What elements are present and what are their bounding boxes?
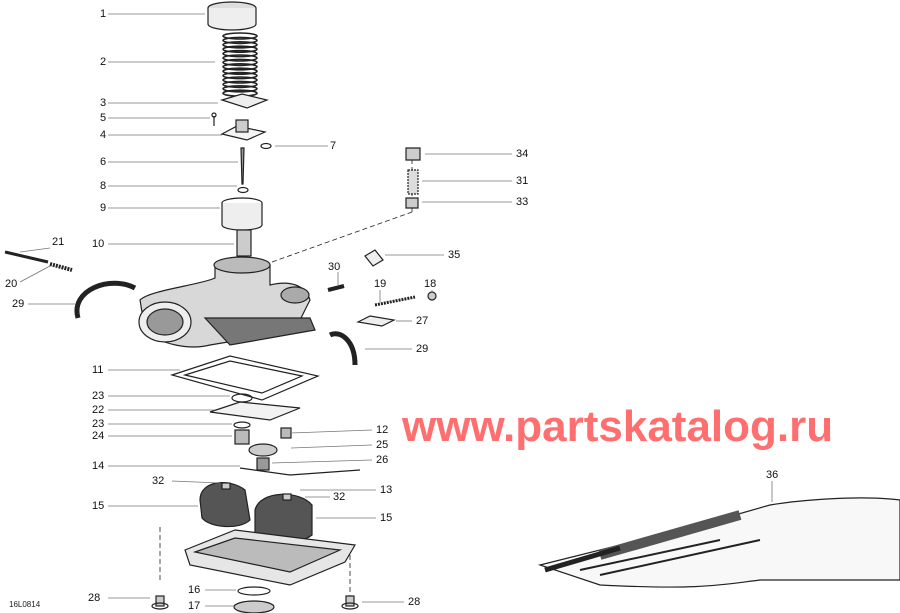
spring-coil — [222, 67, 258, 75]
callout-36: 36 — [766, 469, 778, 481]
callout-6: 6 — [100, 156, 106, 168]
callout-30: 30 — [328, 261, 340, 273]
parts-artwork — [4, 1, 900, 613]
callout-18: 18 — [424, 278, 436, 290]
callout-16: 16 — [188, 584, 200, 596]
callout-17: 17 — [188, 600, 200, 612]
callout-24: 24 — [92, 430, 104, 442]
callout-29: 29 — [12, 298, 24, 310]
spring-coil — [222, 80, 258, 89]
callout-32: 32 — [333, 491, 345, 503]
leader-line — [19, 265, 51, 283]
callout-33: 33 — [516, 196, 528, 208]
callout-11: 11 — [92, 364, 103, 376]
leader-line — [171, 480, 221, 484]
leader-line — [290, 429, 373, 434]
callout-13: 13 — [380, 484, 392, 496]
callout-15: 15 — [380, 512, 392, 524]
reference-code: 16L0814 — [9, 600, 41, 609]
spring-coil — [222, 40, 258, 49]
callout-27: 27 — [416, 315, 428, 327]
callout-labels: 1235468910212029112322232414321528161773… — [5, 8, 778, 612]
spring-coil — [222, 49, 258, 58]
callout-25: 25 — [376, 439, 388, 451]
callout-26: 26 — [376, 454, 388, 466]
spring-coil — [222, 45, 258, 54]
spring-coil — [222, 32, 258, 40]
callout-28: 28 — [408, 596, 420, 608]
callout-7: 7 — [330, 140, 336, 152]
callout-10: 10 — [92, 238, 104, 250]
spring-coil — [222, 85, 258, 93]
spring-coil — [222, 76, 258, 84]
callout-32: 32 — [152, 475, 164, 487]
leader-line — [290, 444, 373, 449]
callout-9: 9 — [100, 202, 106, 214]
callout-19: 19 — [374, 278, 386, 290]
callout-2: 2 — [100, 56, 106, 68]
callout-1: 1 — [100, 8, 106, 20]
callout-5: 5 — [100, 112, 106, 124]
callout-23: 23 — [92, 418, 104, 430]
spring-coil — [222, 36, 258, 45]
callout-8: 8 — [100, 180, 106, 192]
callout-14: 14 — [92, 460, 104, 472]
callout-12: 12 — [376, 424, 388, 436]
watermark: www.partskatalog.ru — [402, 402, 834, 451]
callout-34: 34 — [516, 148, 528, 160]
spring-coil — [222, 71, 258, 80]
leader-lines — [19, 13, 773, 607]
callout-23: 23 — [92, 390, 104, 402]
callout-21: 21 — [52, 236, 64, 248]
callout-20: 20 — [5, 278, 17, 290]
spring-coil — [222, 63, 258, 71]
leader-line — [271, 459, 373, 464]
spring-coil — [222, 54, 258, 62]
callout-29: 29 — [416, 343, 428, 355]
callout-31: 31 — [516, 175, 528, 187]
callout-28: 28 — [88, 592, 100, 604]
callout-22: 22 — [92, 404, 104, 416]
callout-4: 4 — [100, 129, 106, 141]
callout-3: 3 — [100, 97, 106, 109]
callout-35: 35 — [448, 249, 460, 261]
leader-line — [19, 247, 51, 253]
spring-coil — [222, 58, 258, 67]
callout-15: 15 — [92, 500, 104, 512]
